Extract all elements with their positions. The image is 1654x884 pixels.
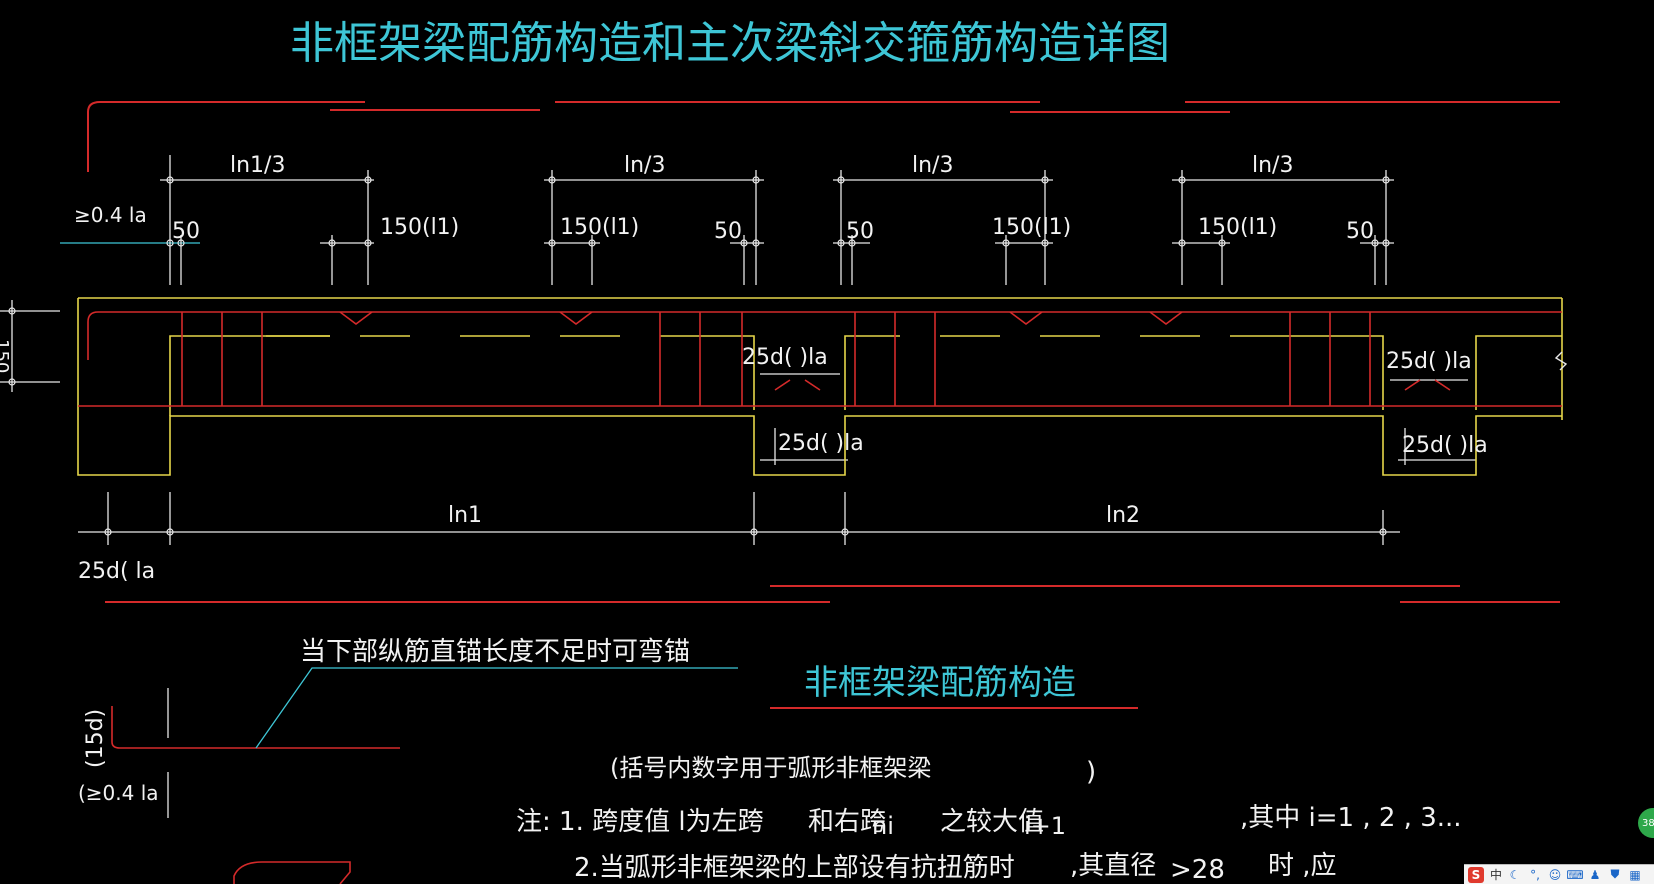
user-icon[interactable]: ♟ — [1589, 867, 1601, 882]
note2-b: ,其直径 — [1070, 851, 1156, 881]
note1-ni: ni — [872, 812, 894, 840]
dim-nodes — [8, 176, 1390, 536]
anch-25d-3: 25d( )la — [1386, 349, 1472, 374]
ime-logo-icon[interactable]: S — [1468, 866, 1484, 883]
break-symbol — [1554, 351, 1568, 371]
dim-50-a: 50 — [172, 219, 200, 244]
dim-side-150: 150 — [0, 339, 12, 373]
dim-ln2: ln2 — [1106, 503, 1140, 528]
dimension-lines — [0, 155, 1476, 545]
note2-d: 时 ,应 — [1268, 851, 1337, 881]
note1-a: 注: 1. 跨度值 l为左跨 — [516, 807, 764, 837]
dim-150-d: 150(l1) — [1198, 215, 1277, 240]
dim-ln-3-a: ln/3 — [624, 153, 665, 178]
note1-d: ,其中 i=1 , 2 , 3... — [1240, 803, 1462, 833]
dim-150-c: 150(l1) — [992, 215, 1071, 240]
dim-50-b: 50 — [714, 219, 742, 244]
note-paren: (括号内数字用于弧形非框架梁 — [610, 754, 931, 782]
note2-c: >28 — [1170, 855, 1225, 884]
punctuation-icon[interactable]: °, — [1530, 867, 1540, 882]
badge-text: 38 — [1642, 817, 1654, 829]
bend-15d: (15d) — [83, 709, 108, 768]
note-paren-close: ) — [1086, 757, 1096, 787]
note1-c: 之较大值 — [940, 807, 1044, 837]
red-frame — [87, 101, 1560, 603]
rebar — [78, 311, 1562, 407]
ime-toolbar[interactable]: S 中 ☾ °, ☺ ⌨ ♟ ⛊ ▦ — [1464, 864, 1654, 884]
dim-50-d: 50 — [1346, 219, 1374, 244]
subtitle: 非框架梁配筋构造 — [804, 663, 1076, 703]
ime-language[interactable]: 中 — [1490, 868, 1503, 882]
emoji-icon[interactable]: ☺ — [1548, 867, 1562, 882]
moon-icon[interactable]: ☾ — [1509, 867, 1521, 882]
bend-note: 当下部纵筋直锚长度不足时可弯锚 — [300, 637, 690, 667]
dim-ln-3-b: ln/3 — [912, 153, 953, 178]
bend-anchor-04la: (≥0.4 la — [78, 781, 159, 805]
note1-b: 和右跨 — [808, 807, 886, 837]
shirt-icon[interactable]: ⛊ — [1610, 867, 1620, 881]
dim-ln1: ln1 — [448, 503, 482, 528]
keyboard-icon[interactable]: ⌨ — [1566, 867, 1584, 882]
leader-line — [255, 667, 738, 749]
grid-icon[interactable]: ▦ — [1629, 867, 1641, 882]
cut-shape — [233, 861, 351, 884]
dim-anchor-04la: ≥0.4 la — [74, 203, 147, 227]
anch-25d-1: 25d( )la — [742, 345, 828, 370]
dim-ln-3-c: ln/3 — [1252, 153, 1293, 178]
anch-25d-4: 25d( )la — [1402, 433, 1488, 458]
anch-25d-2: 25d( )la — [778, 431, 864, 456]
beam-outline — [77, 297, 1563, 476]
float-badge[interactable]: 38 — [1638, 808, 1654, 838]
dim-150-a: 150(l1) — [380, 215, 459, 240]
bend-rebar — [111, 706, 400, 749]
drawing-title: 非框架梁配筋构造和主次梁斜交箍筋构造详图 — [290, 18, 1170, 69]
dim-left-bottom: 25d( la — [78, 559, 155, 584]
note1-ni1: i+1 — [1024, 812, 1066, 840]
dim-ln1-3: ln1/3 — [230, 153, 285, 178]
note2-a: 2.当弧形非框架梁的上部设有抗扭筋时 — [574, 853, 1015, 883]
dim-150-b: 150(l1) — [560, 215, 639, 240]
dim-50-c: 50 — [846, 219, 874, 244]
